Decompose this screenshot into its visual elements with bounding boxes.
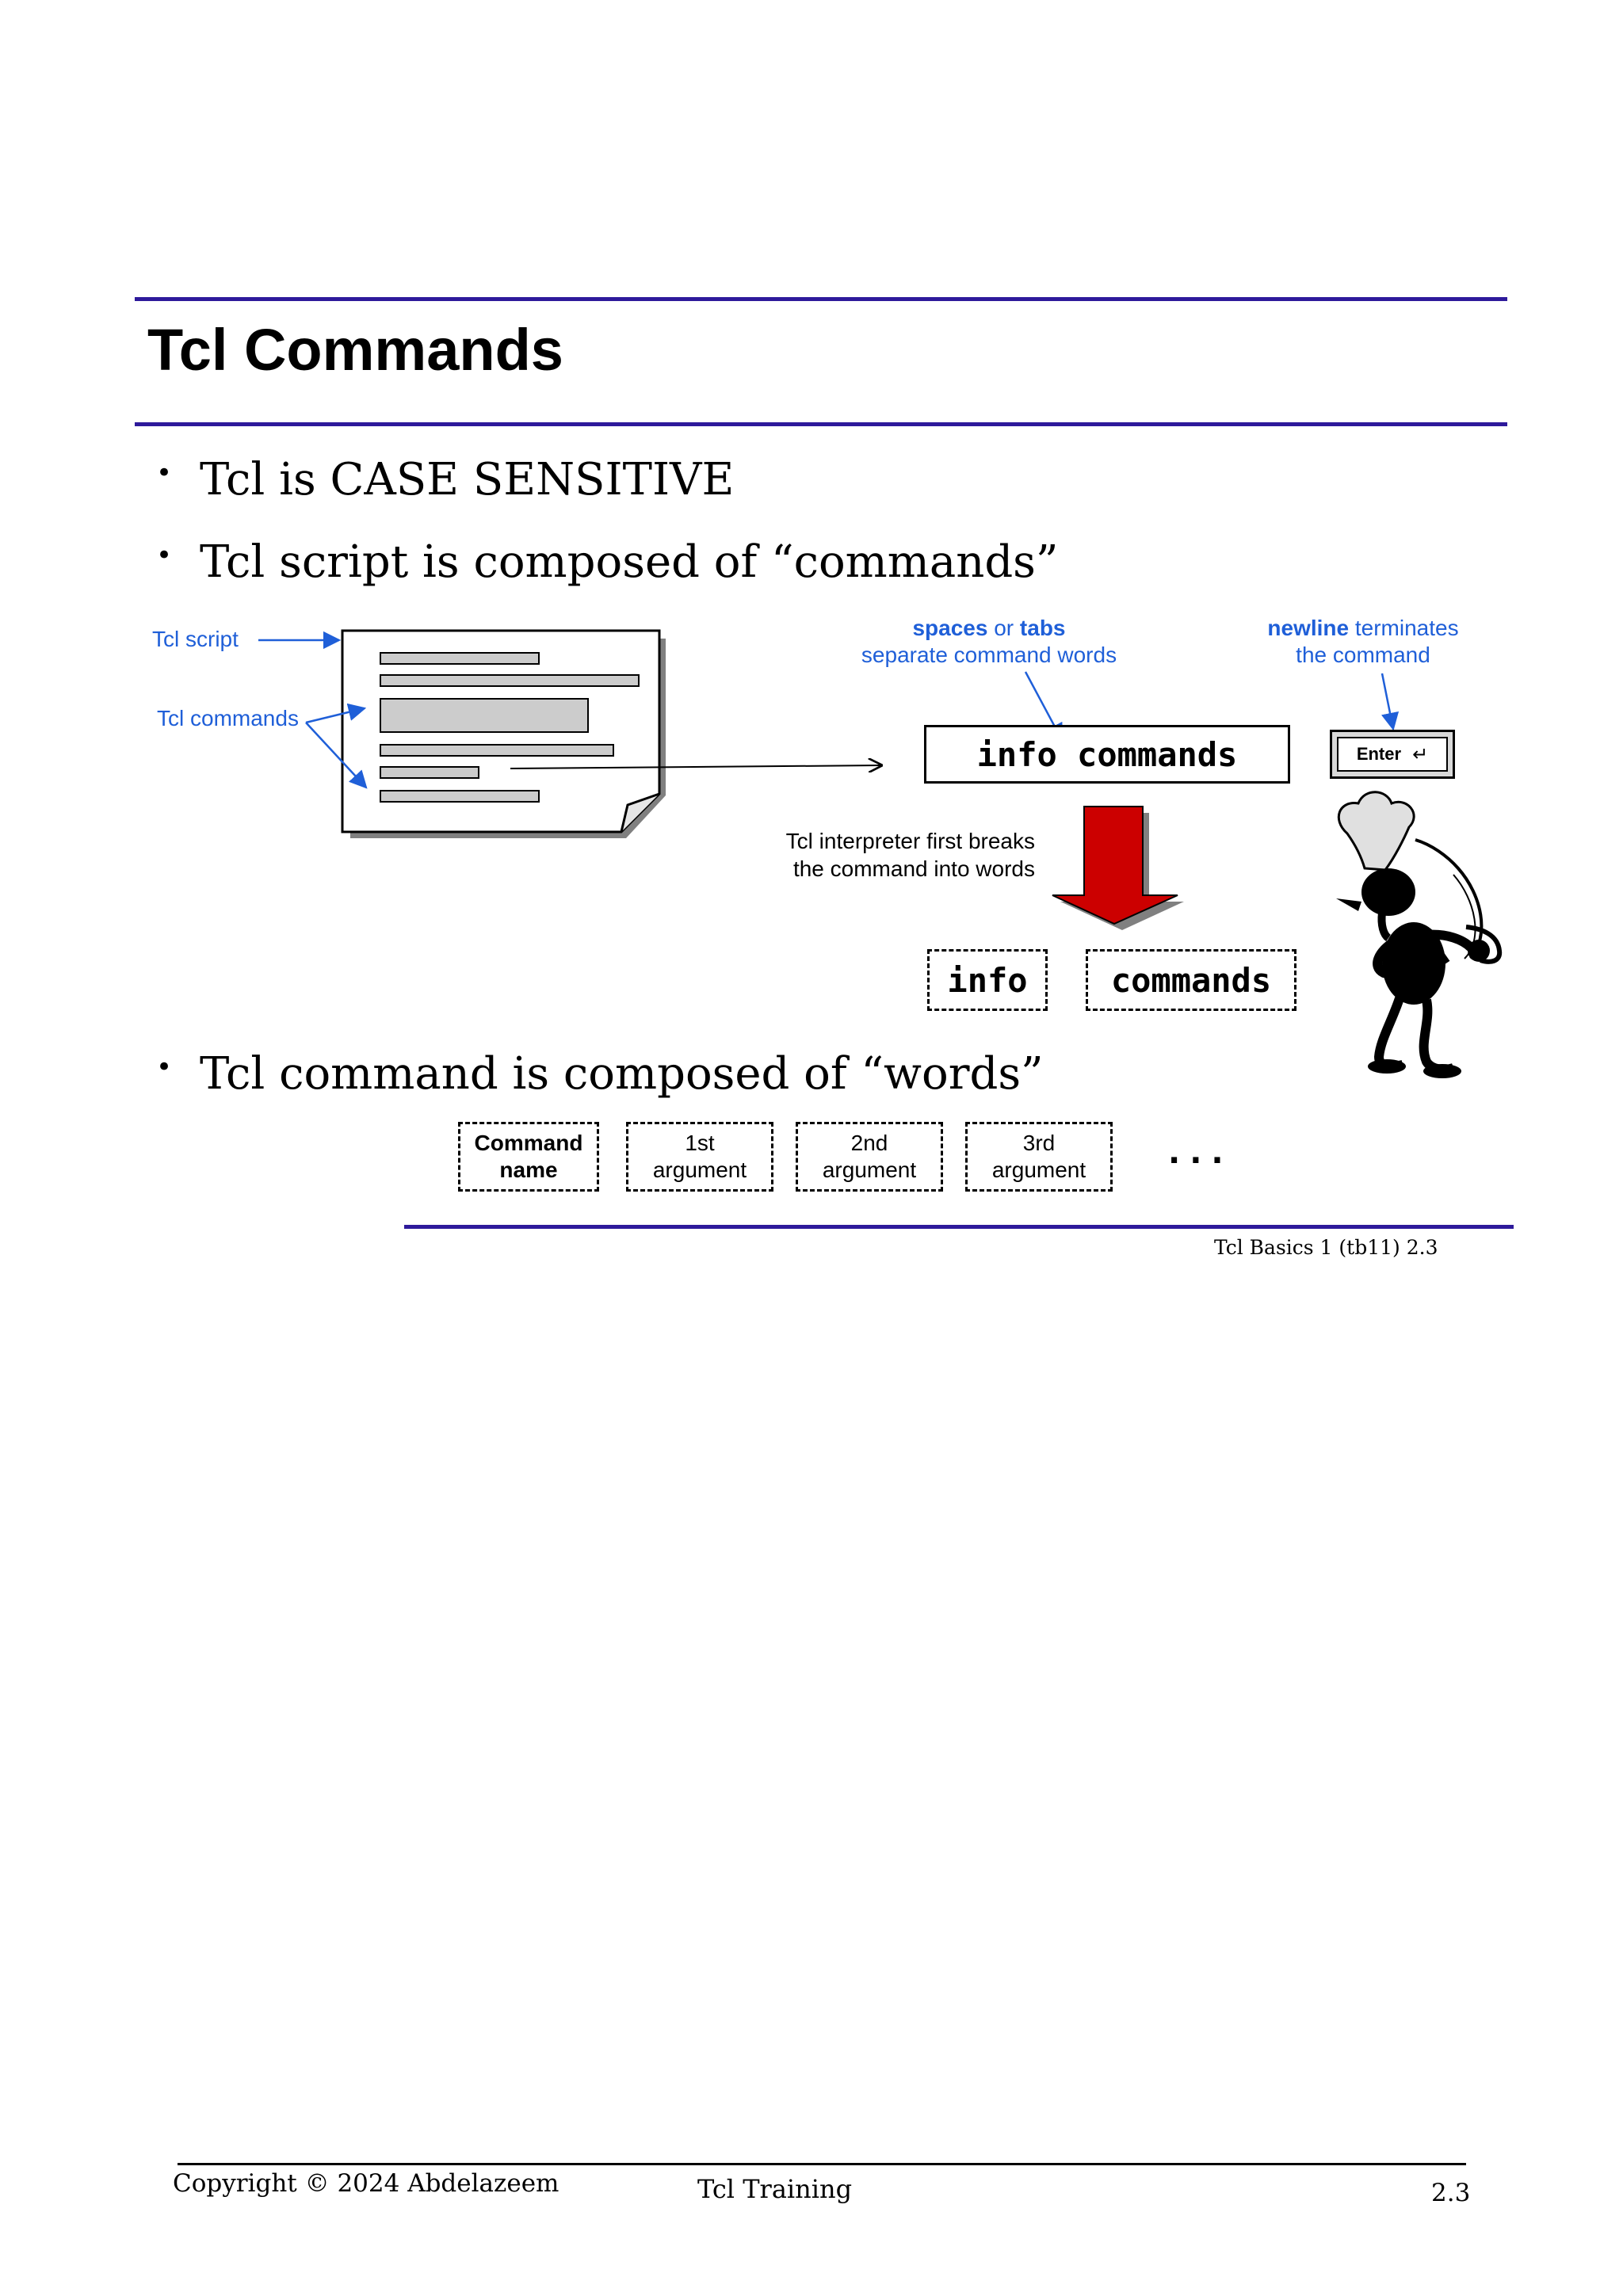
bullet-script-commands: • Tcl script is composed of “commands” <box>156 540 1059 585</box>
label-tabs: tabs <box>1019 616 1066 640</box>
arrow-newline <box>1381 673 1400 731</box>
bullet-text: Tcl script is composed of “commands” <box>200 536 1059 588</box>
word-ellipsis: ... <box>1168 1135 1233 1171</box>
word-arg-1-line2: argument <box>652 1158 747 1182</box>
label-newline-line1: newline terminates <box>1244 615 1482 642</box>
arrow-tcl-command-1 <box>305 703 367 724</box>
bullet-dot: • <box>156 1051 173 1083</box>
script-document-icon <box>341 629 666 838</box>
bullet-command-words: • Tcl command is composed of “words” <box>156 1052 1044 1097</box>
label-spaces-tabs-line2: separate command words <box>861 642 1117 667</box>
label-newline: newline terminates the command <box>1244 615 1482 668</box>
arrow-tcl-command-2 <box>305 722 368 789</box>
word-box-info: info <box>927 949 1048 1011</box>
label-newline-bold: newline <box>1267 616 1350 640</box>
title-top-rule <box>135 297 1507 301</box>
bullet-text: Tcl command is composed of “words” <box>200 1048 1044 1100</box>
word-box-commands: commands <box>1086 949 1296 1011</box>
label-spaces-tabs-line1: spaces or tabs <box>850 615 1128 642</box>
word-command-name-line2: name <box>499 1158 558 1182</box>
bullet-dot: • <box>156 457 173 489</box>
arrow-to-command <box>510 765 881 769</box>
label-spaces-tabs: spaces or tabs separate command words <box>850 615 1128 668</box>
bullet-dot: • <box>156 540 173 571</box>
interpreter-note: Tcl interpreter first breaks the command… <box>754 827 1035 883</box>
label-spaces: spaces <box>912 616 988 640</box>
slide-bottom-rule <box>404 1225 1514 1229</box>
word-arg-2-line1: 2nd <box>850 1131 888 1156</box>
bullet-case-sensitive: • Tcl is CASE SENSITIVE <box>156 458 734 502</box>
label-newline-line2: the command <box>1296 642 1430 667</box>
label-newline-rest: terminates <box>1349 616 1459 640</box>
interpreter-note-line2: the command into words <box>792 856 1035 881</box>
label-or: or <box>987 616 1020 640</box>
command-box: info commands <box>924 725 1290 784</box>
footer-rule <box>178 2163 1466 2165</box>
label-tcl-script: Tcl script <box>152 627 239 651</box>
enter-key: Enter ↵ <box>1330 730 1455 779</box>
chef-figure-icon <box>1336 791 1503 1078</box>
word-command-name-line1: Command <box>474 1131 583 1156</box>
page-title: Tcl Commands <box>147 317 563 383</box>
word-arg-2-line2: argument <box>822 1158 917 1182</box>
interpreter-note-line1: Tcl interpreter first breaks <box>785 829 1035 853</box>
title-bottom-rule <box>135 422 1507 426</box>
red-down-arrow <box>1052 806 1184 930</box>
word-arg-3-line1: 3rd <box>1022 1131 1056 1156</box>
label-tcl-commands: Tcl commands <box>157 706 299 730</box>
footer-title: Tcl Training <box>697 2174 853 2204</box>
enter-key-label: Enter <box>1356 744 1402 764</box>
enter-key-face: Enter ↵ <box>1337 737 1448 772</box>
footer-copyright: Copyright © 2024 Abdelazeem <box>173 2169 559 2198</box>
word-arg-1-line1: 1st <box>685 1131 715 1156</box>
enter-return-icon: ↵ <box>1412 743 1429 765</box>
footer-page-number: 2.3 <box>1431 2179 1471 2207</box>
bullet-text: Tcl is CASE SENSITIVE <box>200 454 735 505</box>
slide-reference: Tcl Basics 1 (tb11) 2.3 <box>1214 1236 1438 1259</box>
word-arg-3-line2: argument <box>991 1158 1086 1182</box>
